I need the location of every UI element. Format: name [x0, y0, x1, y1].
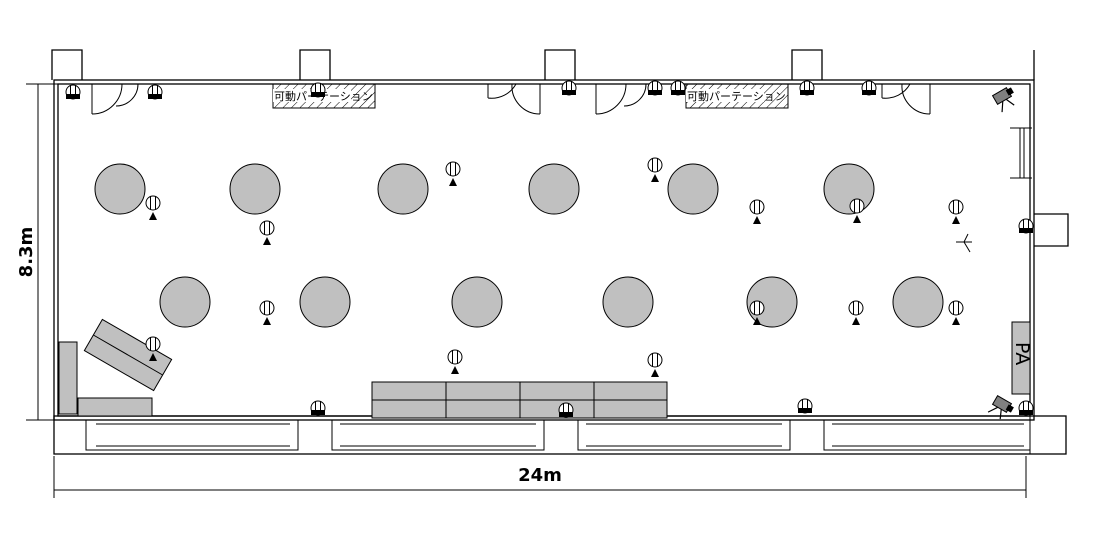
round-table-icon: [892, 276, 944, 328]
round-table-icon: [602, 276, 654, 328]
microphone-icon: [956, 233, 972, 253]
round-table-icon: [299, 276, 351, 328]
round-table-icon: [823, 163, 875, 215]
round-table-icon: [528, 163, 580, 215]
room-walls: [51, 49, 1069, 455]
pa-desk: PA: [1011, 321, 1033, 395]
round-table-icon: [377, 163, 429, 215]
door-icon: [91, 83, 931, 115]
stage-platform-icon: [371, 381, 668, 419]
speaker-icon: [65, 80, 1034, 418]
pa-label: PA: [1011, 342, 1033, 365]
round-table-icon: [94, 163, 146, 215]
side-tables: [58, 318, 173, 417]
round-table-icon: [451, 276, 503, 328]
partition-label: 可動パーテーション: [687, 89, 786, 103]
round-table-icon: [229, 163, 281, 215]
round-table-icon: [159, 276, 211, 328]
width-dimension-label: 24m: [518, 465, 562, 486]
height-dimension: 8.3m: [16, 83, 60, 421]
height-dimension-label: 8.3m: [16, 227, 37, 278]
screen-icon: [1010, 127, 1032, 179]
round-table-icon: [667, 163, 719, 215]
width-dimension: 24m: [53, 456, 1027, 498]
round-tables: [94, 163, 944, 328]
movable-partition-right: 可動パーテーション: [685, 83, 789, 109]
